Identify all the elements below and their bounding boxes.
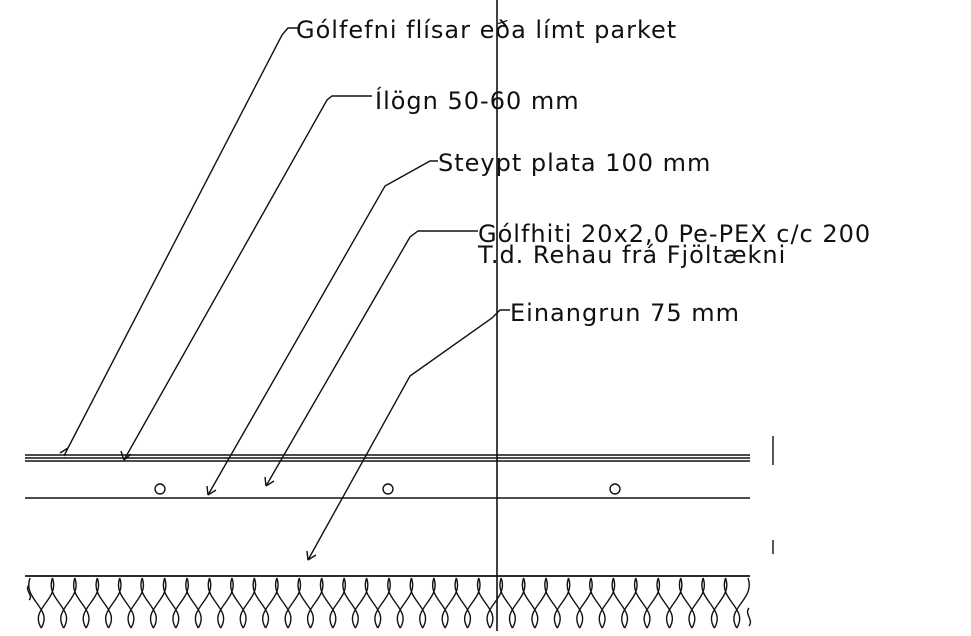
leader-concrete-slab <box>207 160 438 496</box>
label-floor-covering: Gólfefni flísar eða límt parket <box>296 16 678 44</box>
insulation-end-right <box>746 607 752 627</box>
label-floor-heating-line2: T.d. Rehau frá Fjöltækni <box>478 241 787 269</box>
label-insulation: Einangrun 75 mm <box>510 299 741 327</box>
heating-pipe <box>609 483 621 495</box>
insulation-end-left <box>26 584 32 601</box>
heating-pipe <box>382 483 394 495</box>
leader-arrow-floor-heating <box>264 476 275 487</box>
heating-pipe <box>154 483 166 495</box>
label-floor-heating-line1: Gólfhiti 20x2,0 Pe-PEX c/c 200 <box>478 220 872 248</box>
leader-arrow-screed <box>120 450 132 461</box>
label-concrete-slab: Steypt plata 100 mm <box>438 149 712 177</box>
leader-floor-covering <box>67 27 300 449</box>
leader-insulation <box>307 309 510 561</box>
leader-arrow-concrete-slab <box>206 485 217 496</box>
leader-arrow-insulation <box>306 550 317 561</box>
insulation-batt-pattern <box>28 577 750 629</box>
leader-floor-heating <box>265 230 478 487</box>
label-screed: Ílögn 50-60 mm <box>375 87 580 115</box>
leader-screed <box>123 95 372 461</box>
leader-arrow-floor-covering <box>59 447 69 457</box>
